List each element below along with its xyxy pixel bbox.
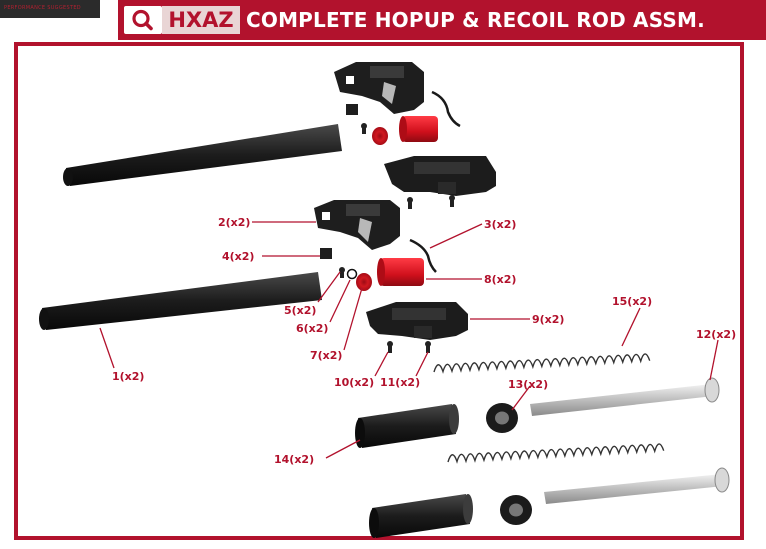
lower-recoil-spring [447, 443, 665, 464]
top-barrel [63, 124, 342, 186]
callout-13: 13(x2) [508, 378, 548, 391]
corner-tag-text: PERFORMANCE SUGGESTED [4, 5, 81, 11]
callout-2: 2(x2) [218, 216, 250, 229]
callout-10: 10(x2) [334, 376, 374, 389]
middle-hopup-rubber [377, 258, 424, 286]
search-button[interactable] [124, 6, 162, 34]
middle-hopup-chamber [314, 200, 400, 250]
callout-7: 7(x2) [310, 349, 342, 362]
top-small-screw [361, 123, 367, 134]
callout-1: 1(x2) [112, 370, 144, 383]
lower-bushing-ring [500, 495, 532, 525]
callout-6: 6(x2) [296, 322, 328, 335]
callout-11: 11(x2) [380, 376, 420, 389]
upper-barrel-bushing [355, 404, 459, 448]
callout-4: 4(x2) [222, 250, 254, 263]
middle-barrel [39, 272, 322, 330]
callout-9: 9(x2) [532, 313, 564, 326]
middle-bolt-screw-a [387, 341, 393, 353]
top-hopup-rubber-disc [372, 127, 388, 145]
upper-recoil-spring [433, 353, 651, 374]
middle-o-ring [346, 268, 358, 280]
callout-8: 8(x2) [484, 273, 516, 286]
middle-adjust-block [320, 248, 332, 259]
page-title: COMPLETE HOPUP & RECOIL ROD ASSM. [246, 8, 705, 32]
middle-hopup-lever [409, 238, 437, 273]
top-hopup-lever [431, 90, 461, 128]
top-adjust-block [346, 104, 358, 115]
top-hopup-rubber [399, 116, 438, 142]
callout-15: 15(x2) [612, 295, 652, 308]
callout-12: 12(x2) [696, 328, 736, 341]
middle-bolt-screw-b [425, 341, 431, 353]
top-hopup-unit [384, 156, 496, 196]
upper-bushing-ring [486, 403, 518, 433]
diagram-frame [14, 42, 744, 540]
product-code-box: HXAZ [162, 6, 240, 34]
lower-guide-rod [544, 467, 730, 504]
corner-tag: PERFORMANCE SUGGESTED [0, 0, 100, 18]
upper-guide-rod [530, 377, 720, 416]
callout-3: 3(x2) [484, 218, 516, 231]
top-hopup-chamber [334, 62, 424, 114]
search-icon [132, 9, 153, 31]
middle-small-screw [339, 267, 345, 278]
callout-14: 14(x2) [274, 453, 314, 466]
callout-5: 5(x2) [284, 304, 316, 317]
top-bolt-screw-b [449, 195, 455, 207]
leader-lines [99, 221, 719, 459]
product-code: HXAZ [168, 8, 234, 32]
top-bolt-screw-a [407, 197, 413, 209]
middle-hopup-rubber-disc [356, 273, 372, 291]
middle-hopup-unit [366, 302, 468, 340]
lower-barrel-bushing [369, 494, 473, 538]
